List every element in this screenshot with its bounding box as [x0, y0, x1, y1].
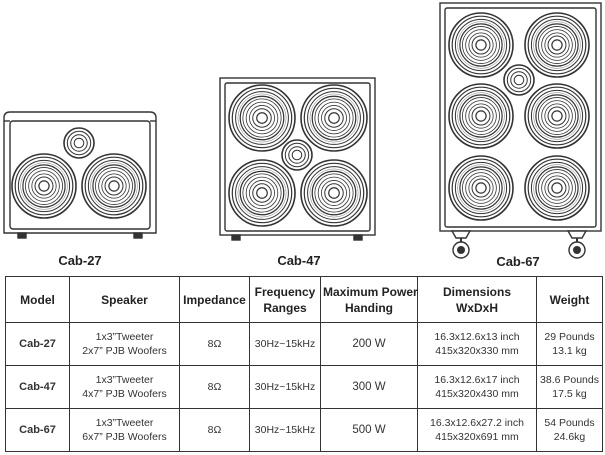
cell-speaker: 1x3”Tweeter 4x7” PJB Woofers	[69, 365, 180, 409]
cell-dimensions-line1: 16.3x12.6x17 inch	[434, 374, 520, 386]
cell-weight-line1: 29 Pounds	[544, 331, 595, 343]
cab-67-caster-right	[568, 238, 586, 259]
cab-27-tweeter	[63, 127, 95, 159]
cell-dimensions-line1: 16.3x12.6x27.2 inch	[430, 417, 524, 429]
header-impedance: Impedance	[179, 276, 250, 323]
cell-frequency: 30Hz~15kHz	[249, 365, 321, 409]
cell-dimensions: 16.3x12.6x17 inch 415x320x430 mm	[417, 365, 537, 409]
header-dimensions-line2: WxDxH	[455, 300, 498, 315]
cab-27-label: Cab-27	[58, 253, 102, 268]
cell-dimensions: 16.3x12.6x13 inch 415x320x330 mm	[417, 322, 537, 366]
cab-27-woofer-left	[11, 153, 77, 219]
header-model: Model	[5, 276, 70, 323]
cell-dimensions-line2: 415x320x330 mm	[435, 345, 519, 357]
cab-47-woofer-br	[300, 159, 368, 227]
cell-frequency: 30Hz~15kHz	[249, 408, 321, 452]
cell-impedance: 8Ω	[179, 322, 250, 366]
cell-speaker: 1x3”Tweeter 6x7” PJB Woofers	[69, 408, 180, 452]
cell-dimensions: 16.3x12.6x27.2 inch 415x320x691 mm	[417, 408, 537, 452]
cell-speaker-line2: 6x7” PJB Woofers	[82, 431, 167, 443]
cab-47-woofer-tr	[300, 84, 368, 152]
table-header-row: Model Speaker Impedance Frequency Ranges…	[5, 276, 603, 323]
cell-weight: 38.6 Pounds 17.5 kg	[536, 365, 603, 409]
cell-speaker-line1: 1x3”Tweeter	[95, 417, 154, 429]
header-frequency-line2: Ranges	[263, 300, 307, 315]
table-row: Cab-47 1x3”Tweeter 4x7” PJB Woofers 8Ω 3…	[5, 365, 603, 409]
cab-27-woofer-right	[81, 153, 147, 219]
cell-weight-line2: 13.1 kg	[552, 345, 587, 357]
header-speaker: Speaker	[69, 276, 180, 323]
cab-67-caster-left	[452, 238, 470, 259]
cell-weight-line1: 38.6 Pounds	[540, 374, 599, 386]
cell-weight: 29 Pounds 13.1 kg	[536, 322, 603, 366]
cab-47-label: Cab-47	[277, 253, 321, 268]
cell-weight-line2: 17.5 kg	[552, 388, 587, 400]
cell-speaker-line2: 2x7” PJB Woofers	[82, 345, 167, 357]
cell-speaker-line1: 1x3”Tweeter	[95, 374, 154, 386]
header-frequency: Frequency Ranges	[249, 276, 321, 323]
cab-67-woofer-r3r	[524, 155, 590, 221]
cab-67-woofer-r1r	[524, 12, 590, 78]
header-power-line1: Maximum Power	[323, 284, 418, 299]
cell-speaker-line1: 1x3”Tweeter	[95, 331, 154, 343]
table-row: Cab-67 1x3”Tweeter 6x7” PJB Woofers 8Ω 3…	[5, 408, 603, 452]
header-power: Maximum Power Handing	[320, 276, 418, 323]
cab-67-woofer-r1l	[448, 12, 514, 78]
cell-dimensions-line2: 415x320x430 mm	[435, 388, 519, 400]
cell-speaker-line2: 4x7” PJB Woofers	[82, 388, 167, 400]
spec-table: Model Speaker Impedance Frequency Ranges…	[5, 276, 603, 452]
table-row: Cab-27 1x3”Tweeter 2x7” PJB Woofers 8Ω 3…	[5, 322, 603, 366]
cell-power: 500 W	[320, 408, 418, 452]
cell-weight-line2: 24.6kg	[553, 431, 586, 443]
cell-model: Cab-47	[5, 365, 70, 409]
header-weight: Weight	[536, 276, 603, 323]
cab-47-tweeter	[281, 139, 313, 171]
header-dimensions-line1: Dimensions	[442, 284, 511, 299]
cell-impedance: 8Ω	[179, 408, 250, 452]
header-frequency-line1: Frequency	[254, 284, 316, 299]
header-power-line2: Handing	[345, 300, 393, 315]
cell-speaker: 1x3”Tweeter 2x7” PJB Woofers	[69, 322, 180, 366]
cab-67-woofer-r2l	[448, 83, 514, 149]
cell-weight: 54 Pounds 24.6kg	[536, 408, 603, 452]
cab-67-tweeter	[503, 64, 535, 96]
cab-67-label: Cab-67	[496, 254, 540, 269]
cell-frequency: 30Hz~15kHz	[249, 322, 321, 366]
cell-power: 300 W	[320, 365, 418, 409]
cell-power: 200 W	[320, 322, 418, 366]
cell-model: Cab-27	[5, 322, 70, 366]
cab-67-woofer-r3l	[448, 155, 514, 221]
cab-47-woofer-tl	[228, 84, 296, 152]
header-dimensions: Dimensions WxDxH	[417, 276, 537, 323]
cell-weight-line1: 54 Pounds	[544, 417, 595, 429]
cell-model: Cab-67	[5, 408, 70, 452]
cell-impedance: 8Ω	[179, 365, 250, 409]
cell-dimensions-line1: 16.3x12.6x13 inch	[434, 331, 520, 343]
cab-47-woofer-bl	[228, 159, 296, 227]
cab-67-woofer-r2r	[524, 83, 590, 149]
cell-dimensions-line2: 415x320x691 mm	[435, 431, 519, 443]
